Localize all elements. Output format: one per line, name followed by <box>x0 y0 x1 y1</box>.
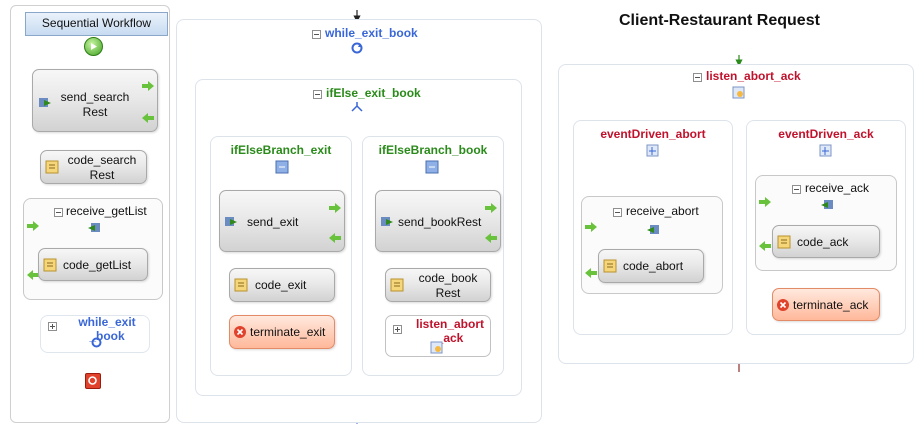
receive-icon <box>646 223 660 239</box>
code-bookrest-activity[interactable]: code_book Rest <box>385 268 491 302</box>
client-restaurant-title: Client-Restaurant Request <box>619 12 820 29</box>
event-icon <box>819 144 833 160</box>
ifelse-branch-exit-title: ifElseBranch_exit <box>230 143 332 157</box>
collapse-icon[interactable] <box>613 208 622 217</box>
listen-icon <box>732 86 746 102</box>
terminate-icon <box>777 299 789 311</box>
branch-icon <box>275 160 289 177</box>
event-icon <box>646 144 660 160</box>
code-abort-activity[interactable]: code_abort <box>598 249 704 283</box>
code-search-rest-activity[interactable]: code_search Rest <box>40 150 147 184</box>
send-bookrest-activity[interactable]: send_bookRest <box>375 190 501 252</box>
right-arrow-icon <box>329 202 341 216</box>
code-exit-activity[interactable]: code_exit <box>229 268 335 302</box>
send-exit-activity[interactable]: send_exit <box>219 190 345 252</box>
receive-icon <box>87 221 101 237</box>
left-arrow-icon <box>142 112 154 126</box>
send-icon <box>224 215 238 231</box>
code-icon <box>390 278 404 295</box>
receive-icon <box>820 198 834 214</box>
code-search-rest-label: code_search Rest <box>67 153 137 182</box>
right-arrow-icon <box>585 221 597 235</box>
sequential-workflow-header: Sequential Workflow <box>25 12 168 36</box>
code-icon <box>603 259 617 276</box>
right-arrow-icon <box>759 196 771 210</box>
send-bookrest-label: send_bookRest <box>398 215 482 229</box>
code-icon <box>43 258 57 275</box>
terminate-ack-label: terminate_ack <box>793 298 869 312</box>
receive-getlist-label: receive_getList <box>66 204 147 218</box>
code-ack-activity[interactable]: code_ack <box>772 225 880 258</box>
loop-icon <box>91 337 102 351</box>
expand-icon[interactable] <box>393 325 402 334</box>
start-icon <box>84 37 103 56</box>
send-search-rest-label: send_search Rest <box>60 90 130 119</box>
send-search-rest-activity[interactable]: send_search Rest <box>32 69 158 132</box>
expand-icon[interactable] <box>48 322 57 331</box>
event-driven-abort-title: eventDriven_abort <box>600 127 706 141</box>
listen-icon <box>430 341 444 357</box>
ifelse-icon <box>350 101 364 116</box>
loop-icon <box>351 42 363 57</box>
listen-abort-ack-collapsed[interactable]: listen_abort _ack <box>385 315 491 357</box>
right-arrow-icon <box>27 220 39 234</box>
collapse-icon[interactable] <box>312 30 321 39</box>
while-exit-book-label: while_exit _book <box>78 315 136 343</box>
left-arrow-icon <box>27 269 39 283</box>
code-ack-label: code_ack <box>797 235 849 249</box>
code-getlist-label: code_getList <box>63 258 132 272</box>
left-arrow-icon <box>759 240 771 254</box>
send-icon <box>380 215 394 231</box>
while-exit-book-title: while_exit_book <box>325 26 418 40</box>
receive-ack-label: receive_ack <box>805 181 870 195</box>
receive-abort-label: receive_abort <box>626 204 699 218</box>
terminate-exit-label: terminate_exit <box>250 325 326 339</box>
terminate-icon <box>234 326 246 338</box>
collapse-icon[interactable] <box>54 208 63 217</box>
terminate-exit-activity[interactable]: terminate_exit <box>229 315 335 349</box>
event-driven-ack-title: eventDriven_ack <box>778 127 874 141</box>
end-icon <box>85 373 101 389</box>
code-abort-label: code_abort <box>623 259 684 273</box>
ifelse-branch-book-title: ifElseBranch_book <box>378 143 488 157</box>
right-arrow-icon <box>485 202 497 216</box>
left-arrow-icon <box>585 267 597 281</box>
code-icon <box>45 160 59 177</box>
code-getlist-activity[interactable]: code_getList <box>38 248 148 281</box>
collapse-icon[interactable] <box>693 73 702 82</box>
branch-icon <box>425 160 439 177</box>
collapse-icon[interactable] <box>313 90 322 99</box>
code-icon <box>234 278 248 295</box>
terminate-ack-activity[interactable]: terminate_ack <box>772 288 880 321</box>
code-icon <box>777 235 791 252</box>
right-arrow-icon <box>142 80 154 94</box>
left-arrow-icon <box>329 232 341 246</box>
listen-abort-ack-label: listen_abort _ack <box>415 317 484 345</box>
send-icon <box>38 96 52 112</box>
left-arrow-icon <box>485 232 497 246</box>
collapse-icon[interactable] <box>792 185 801 194</box>
while-exit-book-collapsed[interactable]: while_exit _book <box>40 315 150 353</box>
code-exit-label: code_exit <box>255 278 307 292</box>
code-bookrest-label: code_book Rest <box>418 271 478 300</box>
listen-abort-ack-title: listen_abort_ack <box>706 69 801 83</box>
ifelse-exit-book-title: ifElse_exit_book <box>326 86 421 100</box>
send-exit-label: send_exit <box>247 215 299 229</box>
